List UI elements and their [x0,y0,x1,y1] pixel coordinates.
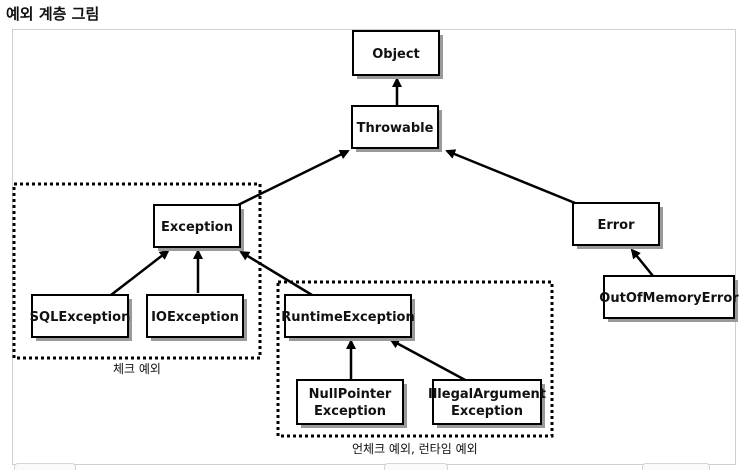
footer-tab-left [14,463,76,470]
page-title: 예외 계층 그림 [6,5,100,23]
edge-exception-throwable [237,149,350,207]
checked-exception-label: 체크 예외 [113,362,161,376]
edge-sqlexception-exception [110,249,170,296]
node-nullpointer-label-line2: Exception [314,404,386,419]
footer-tab-right [642,463,710,470]
footer-tab-middle [384,463,448,470]
edge-outofmemory-error [630,248,654,277]
node-throwable: Throwable [351,105,442,152]
node-outofmemoryerror: OutOfMemoryError [599,275,739,322]
node-object-label: Object [372,47,420,62]
node-exception: Exception [153,204,244,251]
node-throwable-label: Throwable [357,121,434,136]
node-nullpointer-label-line1: NullPointer [309,387,392,402]
edge-error-throwable [445,149,576,205]
node-exception-label: Exception [161,220,233,235]
node-runtimeexception-label: RuntimeException [281,310,415,325]
checked-exception-group [12,182,262,360]
node-ioexception-label: IOException [151,310,239,325]
node-sqlexception: SQLException [30,294,132,341]
node-runtimeexception: RuntimeException [281,294,415,341]
node-sqlexception-label: SQLException [30,310,131,325]
node-nullpointerexception: NullPointer Exception [296,379,407,428]
edge-illegalargument-runtime [389,338,468,383]
edges [110,77,654,383]
node-outofmemoryerror-label: OutOfMemoryError [599,291,739,306]
node-illegalargument-label-line2: Exception [451,404,523,419]
unchecked-exception-group [276,280,554,438]
node-error-label: Error [597,218,635,233]
node-error: Error [572,202,663,249]
node-illegalargumentexception: IllegalArgument Exception [428,379,546,428]
node-illegalargument-label-line1: IllegalArgument [428,387,546,402]
node-ioexception: IOException [146,294,247,341]
unchecked-exception-label: 언체크 예외, 런타임 예외 [352,442,478,456]
edge-runtimeexception-exception [239,250,313,297]
node-object: Object [352,30,443,79]
